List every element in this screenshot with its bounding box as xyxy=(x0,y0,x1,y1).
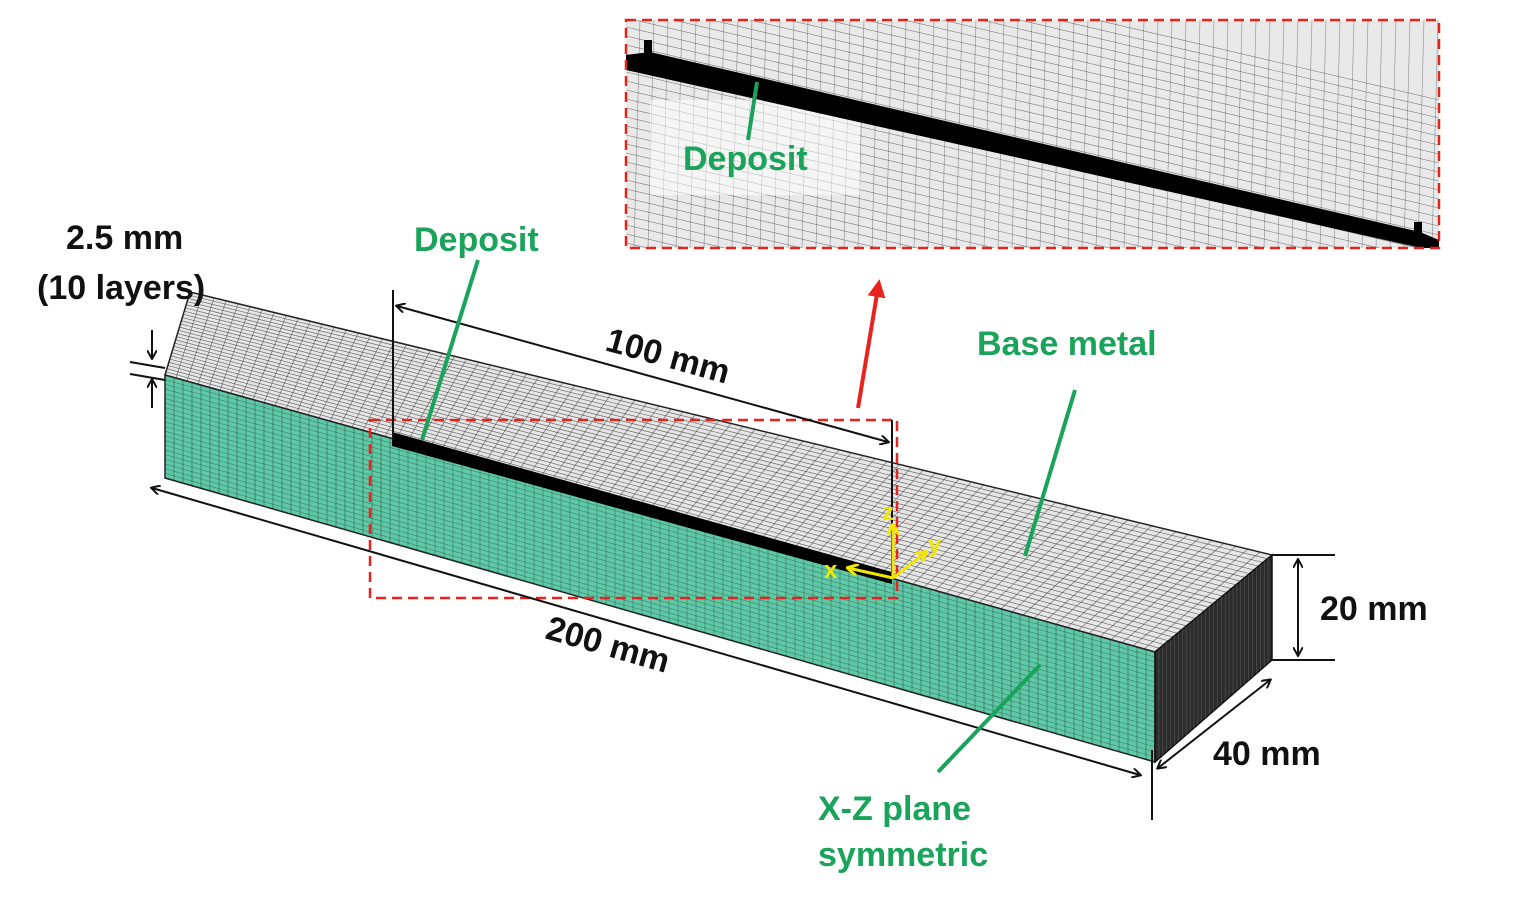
axis-z-label: z xyxy=(882,499,894,526)
symmetry-label-line2: symmetric xyxy=(818,836,988,874)
leader-lines xyxy=(420,259,1077,774)
inset-light-patch xyxy=(650,100,860,195)
layer-thickness-label: 2.5 mm xyxy=(66,219,183,257)
axis-x-label: x xyxy=(824,557,838,584)
inset-border xyxy=(624,18,1441,250)
layer-count-label: (10 layers) xyxy=(37,269,205,307)
dimensions xyxy=(129,290,1335,820)
deposit-label: Deposit xyxy=(414,221,539,259)
base-metal-label: Base metal xyxy=(977,325,1157,363)
axis-y-label: y xyxy=(928,531,942,558)
height-label: 20 mm xyxy=(1320,590,1428,628)
coordinate-axes: z x y xyxy=(824,499,942,584)
inset-deposit-bead xyxy=(626,52,1439,248)
zoom-inset: Deposit xyxy=(624,18,1441,250)
inset-deposit-label: Deposit xyxy=(683,140,808,178)
zoom-arrow xyxy=(856,279,886,409)
symmetry-label-line1: X-Z plane xyxy=(818,790,971,828)
width-label: 40 mm xyxy=(1213,735,1321,773)
